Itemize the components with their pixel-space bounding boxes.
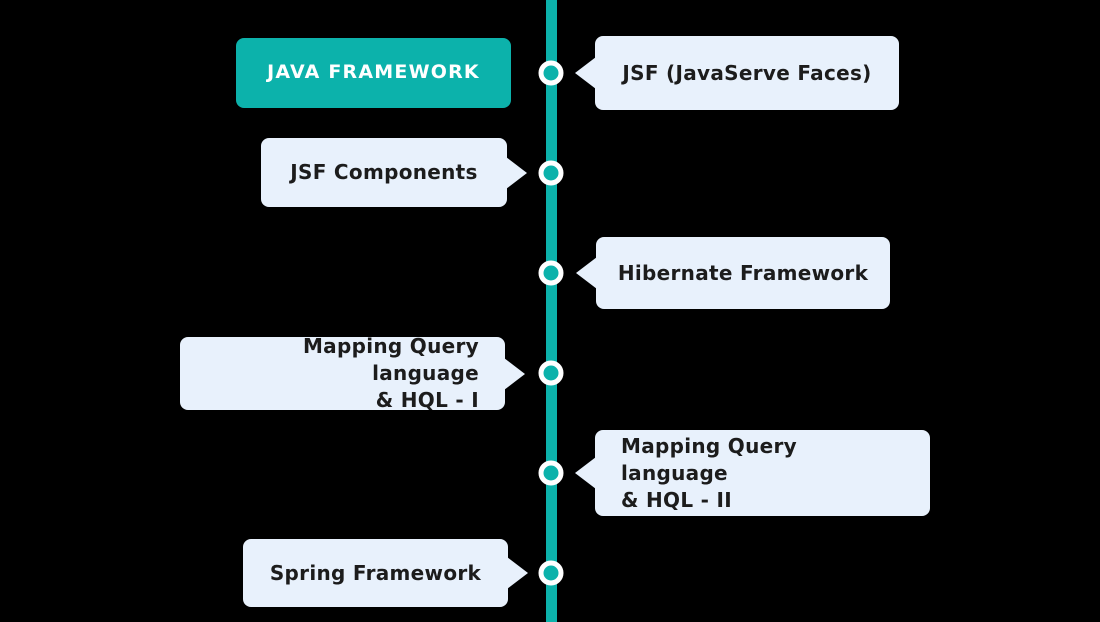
card-spring-framework: Spring Framework — [243, 539, 528, 607]
left-pointer-arrow — [575, 457, 596, 489]
timeline-node-dot — [538, 160, 564, 186]
card-label: JSF Components — [290, 160, 478, 184]
card-mapping-query-language-hql-1: Mapping Query language & HQL - I — [180, 334, 525, 412]
left-pointer-arrow — [575, 57, 596, 89]
title-card-java-framework: JAVA FRAMEWORK — [236, 38, 511, 108]
card-jsf-javaserve-faces: JSF (JavaServe Faces) — [575, 36, 899, 110]
timeline-node-dot — [538, 60, 564, 86]
right-pointer-arrow — [504, 357, 525, 390]
timeline-line — [546, 0, 557, 622]
right-pointer-arrow — [507, 557, 528, 589]
card-mapping-query-language-hql-2: Mapping Query language & HQL - II — [575, 430, 930, 516]
card-label: Mapping Query language & HQL - II — [621, 433, 798, 512]
card-label: Spring Framework — [269, 560, 482, 585]
card-label: JSF (JavaServe Faces) — [622, 60, 872, 85]
left-pointer-arrow — [576, 257, 597, 289]
timeline-node-dot — [538, 260, 564, 286]
timeline-node-dot — [538, 560, 564, 586]
timeline-node-dot — [538, 460, 564, 486]
right-pointer-arrow — [506, 156, 527, 189]
diagram-title: JAVA FRAMEWORK — [267, 61, 480, 84]
card-label: Hibernate Framework — [617, 260, 869, 285]
card-label: Mapping Query language & HQL - I — [302, 334, 479, 412]
card-hibernate-framework: Hibernate Framework — [576, 237, 890, 309]
timeline-node-dot — [538, 360, 564, 386]
card-jsf-components: JSF Components — [261, 138, 527, 207]
